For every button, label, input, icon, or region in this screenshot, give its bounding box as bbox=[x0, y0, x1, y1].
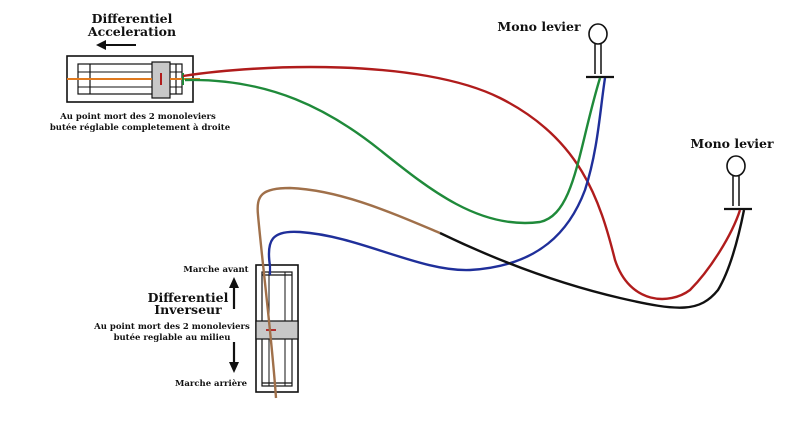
accel-title-line2: Acceleration bbox=[87, 24, 176, 39]
inverter-differential bbox=[229, 264, 299, 393]
inverter-note-line1: Au point mort des 2 monoleviers bbox=[93, 322, 250, 332]
accel-note-line1: Au point mort des 2 monoleviers bbox=[59, 112, 216, 122]
inverter-title-line1: Differentiel bbox=[148, 290, 229, 305]
reverse-label: Marche arrière bbox=[175, 378, 248, 389]
inverter-title-line2: Inverseur bbox=[154, 302, 222, 317]
accel-title-line1: Differentiel bbox=[92, 11, 173, 26]
lever-1-knob bbox=[588, 23, 608, 45]
red-cable bbox=[182, 65, 742, 301]
inverter-piston bbox=[255, 320, 299, 340]
lever-1-label: Mono levier bbox=[497, 19, 581, 34]
accel-note-line2: butée réglable completement à droite bbox=[50, 122, 231, 133]
inverter-note-line2: butée reglable au milieu bbox=[114, 332, 231, 343]
accel-differential bbox=[66, 40, 200, 103]
forward-label: Marche avant bbox=[183, 265, 248, 275]
brown-cable bbox=[256, 186, 441, 399]
lever-2-knob bbox=[726, 155, 746, 177]
green-cable bbox=[184, 77, 602, 225]
black-cable bbox=[439, 209, 746, 309]
lever-2-label: Mono levier bbox=[690, 136, 774, 151]
blue-cable bbox=[267, 77, 607, 272]
mono-lever-2 bbox=[724, 155, 752, 211]
mono-lever-1 bbox=[586, 23, 614, 79]
